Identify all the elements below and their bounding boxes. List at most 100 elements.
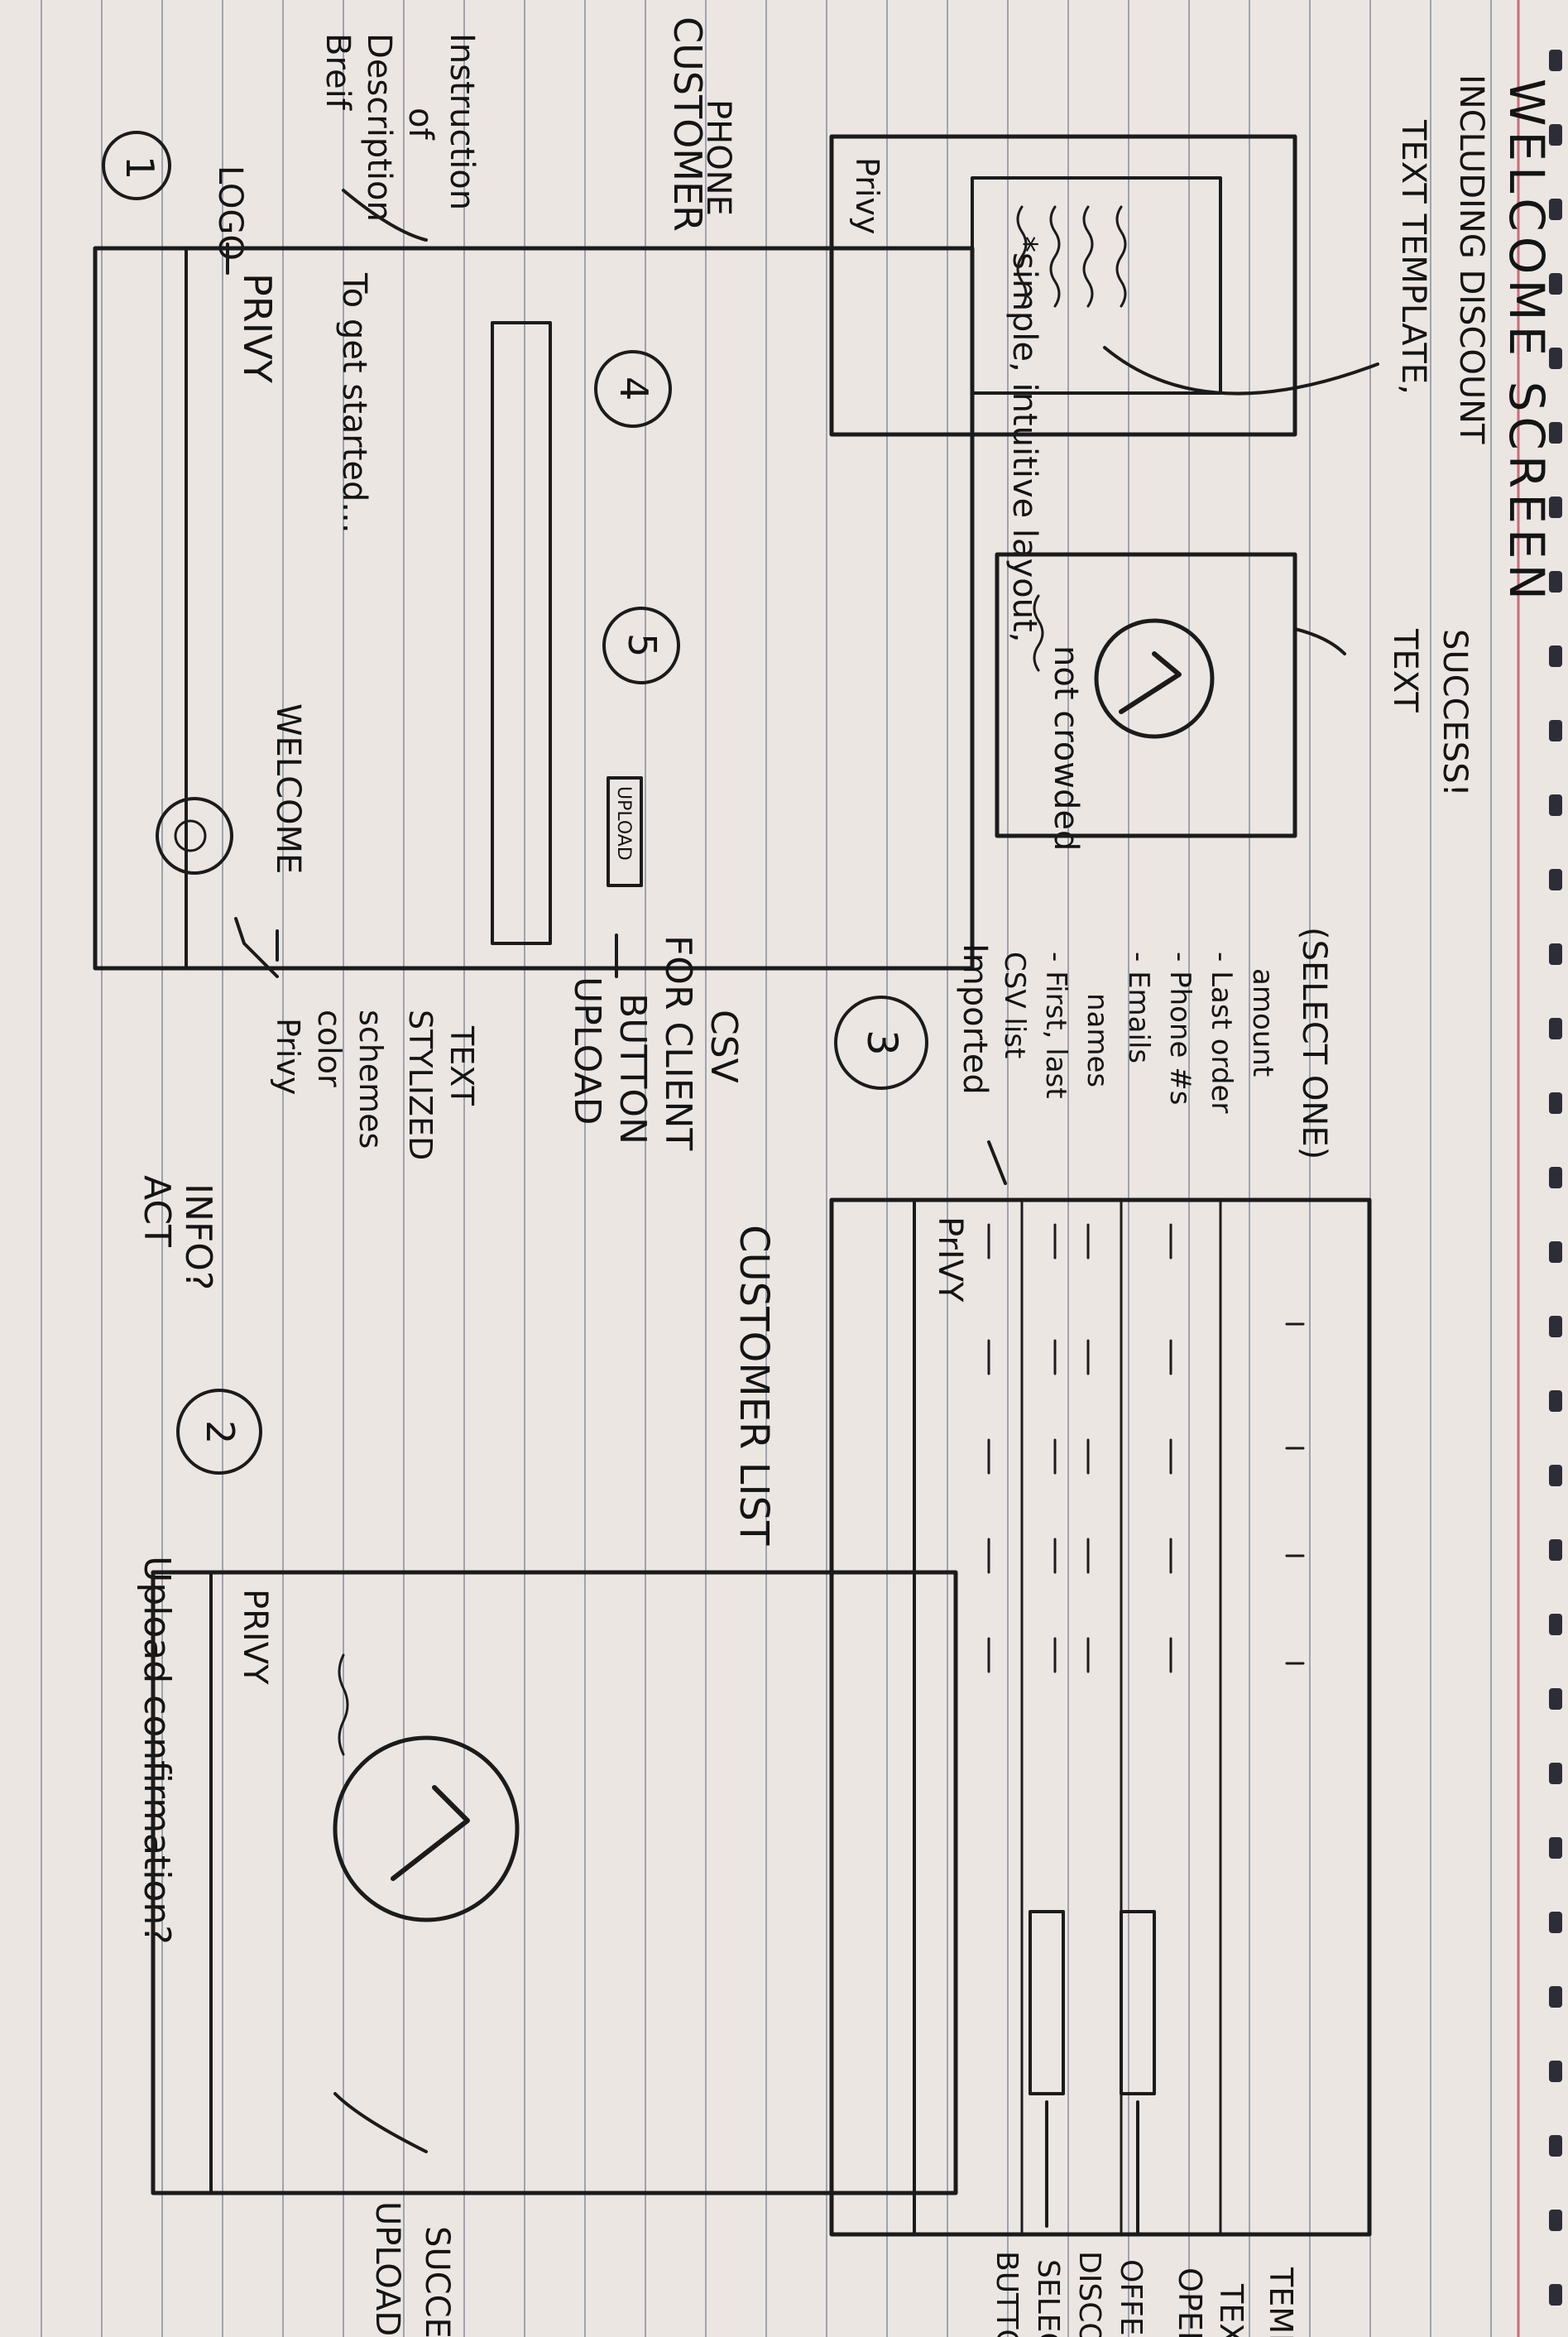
customer-list-title: CUSTOMER LIST [731,1225,777,1546]
spiral-hole [1549,1912,1562,1933]
frame5-caption-2: SUCCESS! [1436,629,1474,797]
spiral-hole [1549,1167,1562,1188]
note-not-crowded: not crowded [1047,645,1085,851]
upload-button[interactable] [607,776,643,887]
spiral-hole [1549,1688,1562,1710]
spiral-hole [1549,645,1562,667]
spiral-hole [1549,2061,1562,2082]
success-squiggle [1033,594,1044,672]
avatar-head-icon [174,819,207,852]
customer-note-1: Imported [956,943,994,1095]
user-avatar-icon [156,797,233,875]
frame4-side-1: CUSTOMER [665,17,710,232]
annot-open-3: TEMPLATE [1263,2267,1299,2337]
annot-button-1: BUTTON, [990,2251,1024,2337]
brief-arrow [342,189,428,242]
customer-note-arrow [987,1140,1007,1185]
spiral-hole [1549,1837,1562,1859]
spiral-hole [1549,199,1562,220]
spiral-hole [1549,943,1562,965]
annot-stylized-2: TEXT [444,1025,480,1106]
template-line-1 [1016,205,1028,308]
spiral-hole [1549,50,1562,71]
text-bubble [971,176,1222,395]
brief-label-3: of [401,108,439,140]
spiral-hole [1549,1092,1562,1114]
template-line-4 [1115,205,1127,308]
annot-stylized-1: STYLIZED [402,1010,439,1160]
welcome-logo: PRIVY [235,273,280,384]
welcome-frame [93,246,975,971]
spiral-hole [1549,422,1562,444]
spiral-hole [1549,1539,1562,1561]
note-simple: *simple, intuitive layout, [1005,236,1043,642]
spiral-hole [1549,1316,1562,1337]
frame5-number-circle [602,607,680,684]
frame2-number: 2 [198,1420,242,1444]
confirm-frame [151,1570,958,2195]
frame2-title: Upload confirmation? [136,1556,178,1945]
select-discount-button[interactable] [1029,1910,1065,2095]
phone-logo: Privy [849,157,885,234]
spiral-hole [1549,1614,1562,1635]
customer-note-2: CSV list [998,952,1031,1058]
spiral-hole [1549,869,1562,890]
annot-button-3: DISCOUNT [1072,2251,1106,2337]
frame1-number: 1 [117,156,162,180]
frame5-caption-1: TEXT [1386,628,1424,713]
page-title: WELCOME SCREEN [1498,79,1555,605]
annot-color-3: schemes [352,1010,389,1149]
confirm-squiggle [338,1653,349,1756]
frame2-question-1: ACT [136,1175,178,1247]
annot-button-2: SELECT [1031,2259,1065,2337]
annot-upload-2: BUTTON [611,993,654,1145]
frame4-side-2: PHONE [699,99,737,216]
brief-label-2: Description [360,33,398,222]
template-arrow [1103,346,1379,396]
text-success-frame [995,552,1297,838]
get-started-text: To get started... [335,272,373,534]
spiral-hole [1549,571,1562,593]
frame4-caption-2: INCLUDING DISCOUNT [1452,74,1490,444]
spiral-hole [1549,1018,1562,1039]
spiral-hole [1549,2135,1562,2157]
welcome-content-bar [491,321,552,945]
customer-note-9: (SELECT ONE) [1295,927,1333,1159]
welcome-text: WELCOME [269,703,307,874]
spiral-binding [1549,50,1562,2306]
customer-note-8: amount [1246,968,1279,1077]
text-success-arrow [1293,627,1346,655]
spiral-hole [1549,124,1562,146]
customer-list-frame [829,1197,1372,2237]
template-line-3 [1082,205,1094,308]
confirm-logo: PRIVY [236,1589,274,1685]
brief-label-4: Instruction [443,33,481,210]
frame2-question-2: INFO? [177,1183,219,1290]
open-template-button[interactable] [1120,1910,1156,2095]
spiral-hole [1549,2284,1562,2306]
logo-label: LOGO [211,166,249,261]
annot-success-1: UPLOAD [368,2201,406,2336]
frame3-number-circle [834,996,928,1090]
annot-success-2: SUCCESS [418,2226,456,2337]
frame1-number-circle [102,131,171,200]
customer-logo: PrIVY [931,1216,969,1303]
spiral-hole [1549,720,1562,741]
upload-button-label: UPLOAD [613,786,634,861]
color-arrow [234,917,279,978]
success-check-icon [391,1785,470,1881]
frame3-number: 3 [858,1029,906,1056]
customer-note-6: - Phone #s [1163,952,1196,1105]
spiral-hole [1549,348,1562,369]
template-line-2 [1049,205,1061,308]
spiral-hole [1549,794,1562,816]
spiral-hole [1549,1241,1562,1263]
annot-upload-3: FOR CLIENT [657,935,699,1150]
customer-note-5: - Emails [1122,952,1155,1063]
annot-upload-1: UPLOAD [566,977,608,1125]
frame2-number-circle [176,1389,262,1475]
spiral-hole [1549,2210,1562,2231]
spiral-hole [1549,1986,1562,2008]
